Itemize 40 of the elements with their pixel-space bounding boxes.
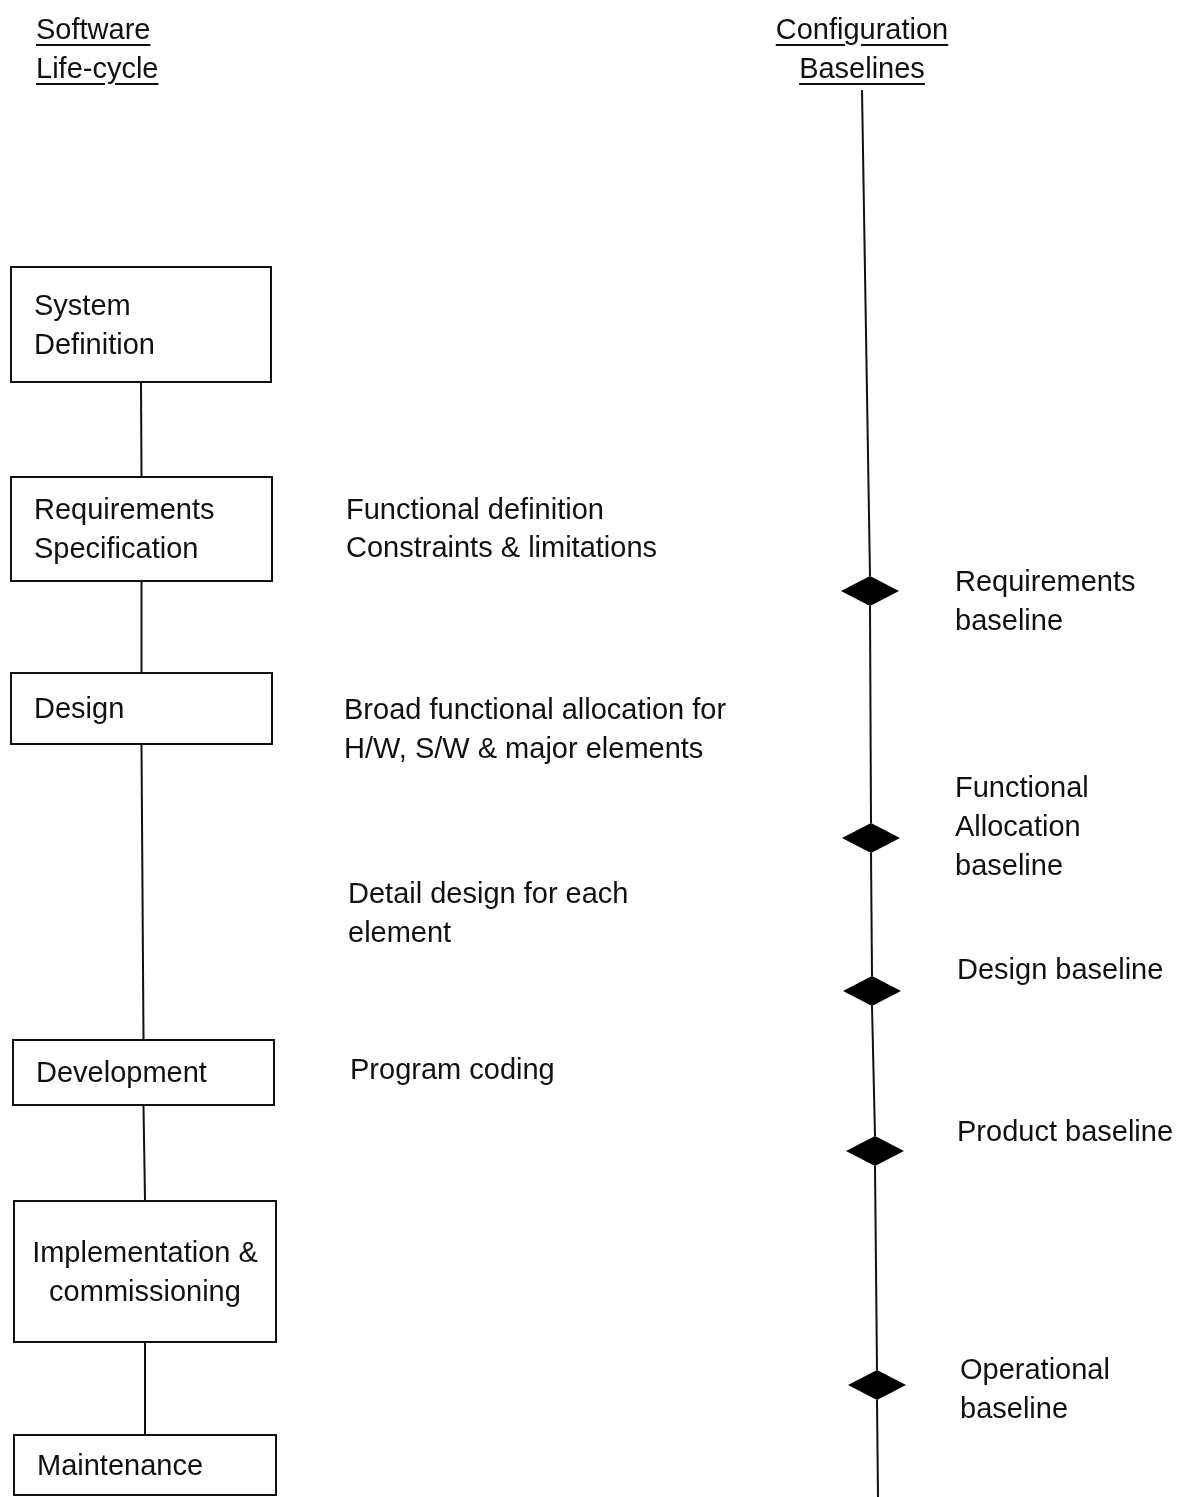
baseline-label: Design baseline [957, 952, 1165, 987]
connector-line [870, 852, 873, 977]
column-heading: Software Life-cycle [36, 12, 160, 86]
baseline-label: Product baseline [957, 1114, 1175, 1149]
connector-line [871, 1005, 876, 1137]
box-label: Design [34, 691, 125, 726]
baseline-diamond [841, 576, 899, 606]
box-label: Requirements Specification [34, 492, 216, 566]
annotation-text: Broad functional allocation for H/W, S/W & major elements [344, 692, 728, 766]
process-box [10, 672, 273, 745]
box-label: System Definition [34, 287, 156, 362]
connector-line [142, 1105, 146, 1201]
baseline-diamond [843, 976, 901, 1006]
baseline-diamond [842, 823, 900, 853]
baseline-label: Functional Allocation baseline [955, 770, 1090, 883]
baseline-diamond [848, 1370, 906, 1400]
box-label: Maintenance [37, 1447, 204, 1483]
baseline-label: Operational baseline [960, 1352, 1111, 1426]
column-heading: Configuration Baselines [774, 12, 950, 86]
box-label: Development [36, 1055, 207, 1090]
process-box [13, 1200, 277, 1343]
connector-line [861, 89, 871, 577]
annotation-text: Detail design for each element [348, 876, 630, 950]
connector-line [144, 1342, 146, 1435]
annotation-text: Constraints & limitations [346, 530, 659, 565]
process-box [12, 1039, 275, 1106]
connector-line [140, 581, 143, 673]
connector-line [140, 382, 143, 477]
connector-line [140, 744, 145, 1040]
process-box [13, 1434, 277, 1496]
box-label: Implementation & commissioning [31, 1234, 259, 1309]
baseline-label: Requirements baseline [955, 564, 1137, 638]
connector-line [876, 1399, 879, 1497]
annotation-text: Program coding [350, 1052, 556, 1087]
process-box [10, 476, 273, 582]
baseline-diamond [846, 1136, 904, 1166]
annotation-text: Functional definition [346, 492, 605, 527]
process-box [10, 266, 272, 383]
connector-line [869, 605, 872, 824]
connector-line [874, 1165, 878, 1371]
